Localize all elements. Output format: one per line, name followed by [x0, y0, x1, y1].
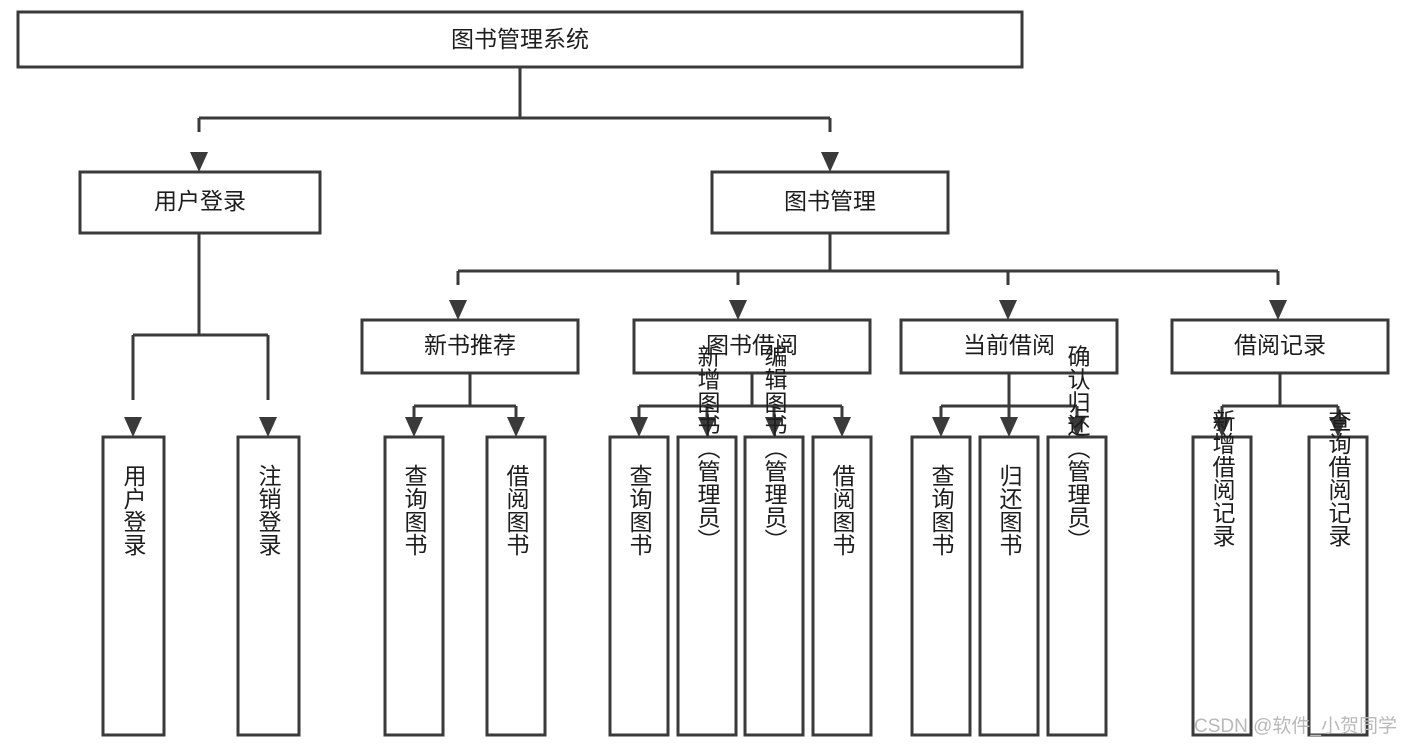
node-leaf-query-book-3[interactable]: 查询图书 — [910, 435, 972, 737]
node-leaf-return-book-box[interactable] — [978, 435, 1040, 737]
arrow-to-leaf-query-book-2 — [630, 417, 648, 437]
node-leaf-user-logout-label: 注销登录 — [255, 464, 282, 556]
node-leaf-add-record-label: 新增借阅记录 — [1209, 409, 1236, 547]
arrow-to-leaf-query-book-3 — [932, 417, 950, 437]
arrow-to-leaf-query-book-1 — [405, 417, 423, 437]
node-leaf-add-book-box[interactable] — [676, 435, 738, 737]
node-leaf-query-book-2-box[interactable] — [608, 435, 670, 737]
node-user-login-box[interactable] — [78, 170, 322, 235]
node-book-manage[interactable]: 图书管理 — [710, 170, 950, 235]
arrow-to-new-book-recommend — [449, 300, 467, 320]
node-leaf-user-logout-box[interactable] — [236, 435, 301, 737]
arrow-to-leaf-borrow-book-1 — [507, 417, 525, 437]
node-leaf-user-logout[interactable]: 注销登录 — [236, 435, 301, 737]
node-leaf-query-record[interactable]: 查询借阅记录 — [1307, 409, 1369, 737]
arrow-to-leaf-user-login — [124, 417, 142, 437]
node-current-borrow[interactable]: 当前借阅 — [899, 318, 1119, 375]
node-leaf-add-book-label: 新增图书（管理员） — [694, 345, 721, 552]
node-leaf-user-login-box[interactable] — [101, 435, 166, 737]
arrow-root-to-user-login — [190, 152, 208, 172]
node-leaf-query-book-2[interactable]: 查询图书 — [608, 435, 670, 737]
node-leaf-query-book-1-box[interactable] — [383, 435, 445, 737]
node-user-login-label: 用户登录 — [154, 188, 246, 214]
node-borrow-record-box[interactable] — [1170, 318, 1390, 375]
node-leaf-query-book-3-label: 查询图书 — [928, 464, 955, 556]
node-book-borrow[interactable]: 图书借阅 — [632, 318, 872, 375]
node-root-label: 图书管理系统 — [451, 26, 589, 52]
node-leaf-borrow-book-1-label: 借阅图书 — [503, 464, 530, 556]
node-current-borrow-box[interactable] — [899, 318, 1119, 375]
node-leaf-add-record-box[interactable] — [1191, 435, 1253, 737]
node-leaf-query-book-1[interactable]: 查询图书 — [383, 435, 445, 737]
node-borrow-record-label: 借阅记录 — [1234, 332, 1326, 358]
arrow-to-borrow-record — [1269, 300, 1287, 320]
node-leaf-query-record-box[interactable] — [1307, 435, 1369, 737]
node-leaf-borrow-book-2[interactable]: 借阅图书 — [811, 435, 873, 737]
node-borrow-record[interactable]: 借阅记录 — [1170, 318, 1390, 375]
node-root-box[interactable] — [16, 10, 1024, 69]
arrow-root-to-book-manage — [821, 152, 839, 172]
arrow-to-current-borrow — [999, 300, 1017, 320]
node-leaf-borrow-book-2-box[interactable] — [811, 435, 873, 737]
connector-layer — [124, 67, 1347, 437]
node-leaf-confirm-return-box[interactable] — [1046, 435, 1108, 737]
node-book-borrow-label: 图书借阅 — [706, 332, 798, 358]
node-leaf-add-book[interactable]: 新增图书（管理员） — [676, 345, 738, 737]
node-leaf-borrow-book-2-label: 借阅图书 — [829, 464, 856, 556]
node-leaf-user-login-label: 用户登录 — [120, 464, 147, 556]
node-current-borrow-label: 当前借阅 — [963, 332, 1055, 358]
arrow-to-leaf-user-logout — [259, 417, 277, 437]
node-leaf-borrow-book-1[interactable]: 借阅图书 — [485, 435, 547, 737]
node-leaf-query-book-3-box[interactable] — [910, 435, 972, 737]
node-root[interactable]: 图书管理系统 — [16, 10, 1024, 69]
node-book-borrow-box[interactable] — [632, 318, 872, 375]
node-leaf-return-book-label: 归还图书 — [996, 464, 1023, 556]
csdn-watermark: CSDN @软件_小贺同学 — [1194, 715, 1397, 737]
node-leaf-query-record-label: 查询借阅记录 — [1325, 409, 1352, 547]
node-leaf-return-book[interactable]: 归还图书 — [978, 435, 1040, 737]
node-new-book-recommend-label: 新书推荐 — [424, 332, 516, 358]
node-leaf-edit-book[interactable]: 编辑图书（管理员） — [743, 345, 805, 737]
node-leaf-confirm-return-label: 确认归还（管理员） — [1064, 345, 1091, 552]
arrow-to-book-borrow — [729, 300, 747, 320]
node-user-login[interactable]: 用户登录 — [78, 170, 322, 235]
node-leaf-edit-book-box[interactable] — [743, 435, 805, 737]
node-leaf-query-book-2-label: 查询图书 — [626, 464, 653, 556]
node-leaf-user-login[interactable]: 用户登录 — [101, 435, 166, 737]
node-leaf-query-book-1-label: 查询图书 — [401, 464, 428, 556]
arrow-to-leaf-borrow-book-2 — [833, 417, 851, 437]
node-leaf-add-record[interactable]: 新增借阅记录 — [1191, 409, 1253, 737]
node-leaf-borrow-book-1-box[interactable] — [485, 435, 547, 737]
node-leaf-edit-book-label: 编辑图书（管理员） — [761, 345, 788, 552]
node-book-manage-label: 图书管理 — [784, 188, 876, 214]
node-book-manage-box[interactable] — [710, 170, 950, 235]
node-new-book-recommend[interactable]: 新书推荐 — [360, 318, 580, 375]
node-leaf-confirm-return[interactable]: 确认归还（管理员） — [1046, 345, 1108, 737]
arrow-to-leaf-return-book — [1000, 417, 1018, 437]
node-new-book-recommend-box[interactable] — [360, 318, 580, 375]
